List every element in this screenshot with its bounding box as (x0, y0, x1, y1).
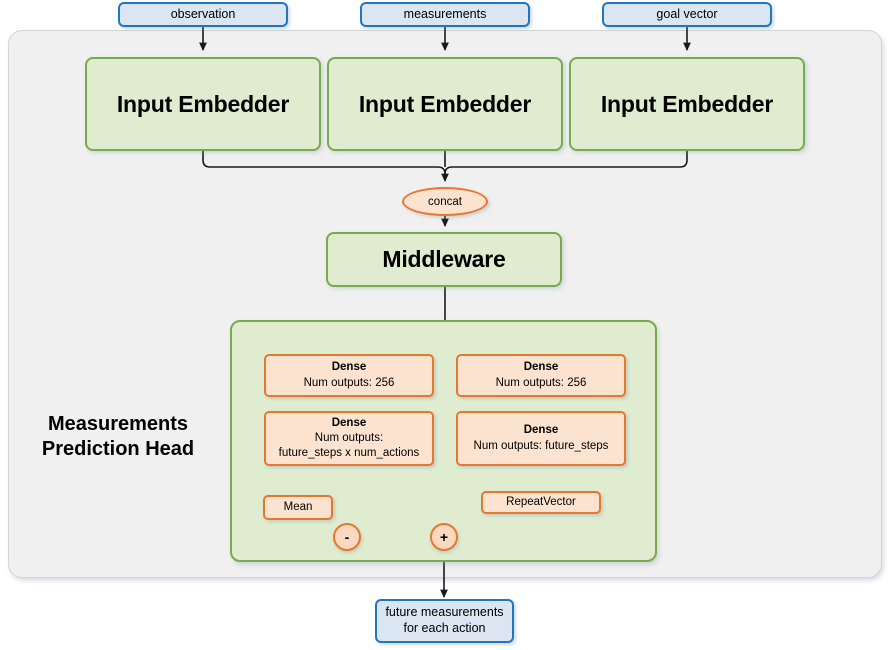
input-embedder-goal-vector[interactable]: Input Embedder (569, 57, 805, 151)
dense-right-2-title: Dense (523, 424, 559, 437)
repeat-vector-label: RepeatVector (506, 495, 576, 508)
head-title-line-1: Measurements (47, 413, 189, 435)
output-box-future-measurements[interactable]: future measurements for each action (375, 599, 514, 643)
middleware-box[interactable]: Middleware (326, 232, 562, 287)
output-label-line-1: future measurements (385, 605, 504, 620)
dense-left-1-title: Dense (331, 361, 367, 374)
subtract-operator[interactable]: - (333, 523, 361, 551)
dense-right-1-detail: Num outputs: 256 (495, 376, 587, 389)
repeat-vector-box[interactable]: RepeatVector (481, 491, 601, 514)
measurements-prediction-head-title: Measurements Prediction Head (14, 412, 222, 462)
dense-right-2-detail: Num outputs: future_steps (473, 439, 609, 452)
input-box-measurements[interactable]: measurements (360, 2, 530, 27)
dense-left-2-detail-2: future_steps x num_actions (278, 447, 420, 460)
dense-left-1[interactable]: Dense Num outputs: 256 (264, 354, 434, 397)
add-operator-label: + (439, 529, 449, 545)
head-title-line-2: Prediction Head (41, 438, 195, 460)
output-label-line-2: for each action (403, 621, 486, 635)
dense-right-2[interactable]: Dense Num outputs: future_steps (456, 411, 626, 466)
middleware-label: Middleware (382, 246, 506, 272)
input-embedder-measurements[interactable]: Input Embedder (327, 57, 563, 151)
mean-label: Mean (283, 500, 313, 513)
input-label-measurements: measurements (403, 6, 487, 21)
dense-left-2-detail-1: Num outputs: (314, 431, 384, 444)
input-embedder-label-1: Input Embedder (116, 90, 290, 117)
dense-left-2-title: Dense (331, 416, 367, 429)
input-label-observation: observation (170, 6, 236, 21)
input-embedder-label-3: Input Embedder (600, 90, 774, 117)
input-box-observation[interactable]: observation (118, 2, 288, 27)
input-embedder-label-2: Input Embedder (358, 90, 532, 117)
concat-label: concat (428, 195, 462, 208)
input-box-goal-vector[interactable]: goal vector (602, 2, 772, 27)
dense-left-2[interactable]: Dense Num outputs: future_steps x num_ac… (264, 411, 434, 466)
mean-box[interactable]: Mean (263, 495, 333, 520)
subtract-operator-label: - (344, 529, 350, 545)
dense-right-1-title: Dense (523, 361, 559, 374)
dense-right-1[interactable]: Dense Num outputs: 256 (456, 354, 626, 397)
dense-left-1-detail: Num outputs: 256 (303, 376, 395, 389)
input-label-goal-vector: goal vector (656, 6, 718, 21)
add-operator[interactable]: + (430, 523, 458, 551)
input-embedder-observation[interactable]: Input Embedder (85, 57, 321, 151)
concat-node[interactable]: concat (402, 187, 488, 216)
